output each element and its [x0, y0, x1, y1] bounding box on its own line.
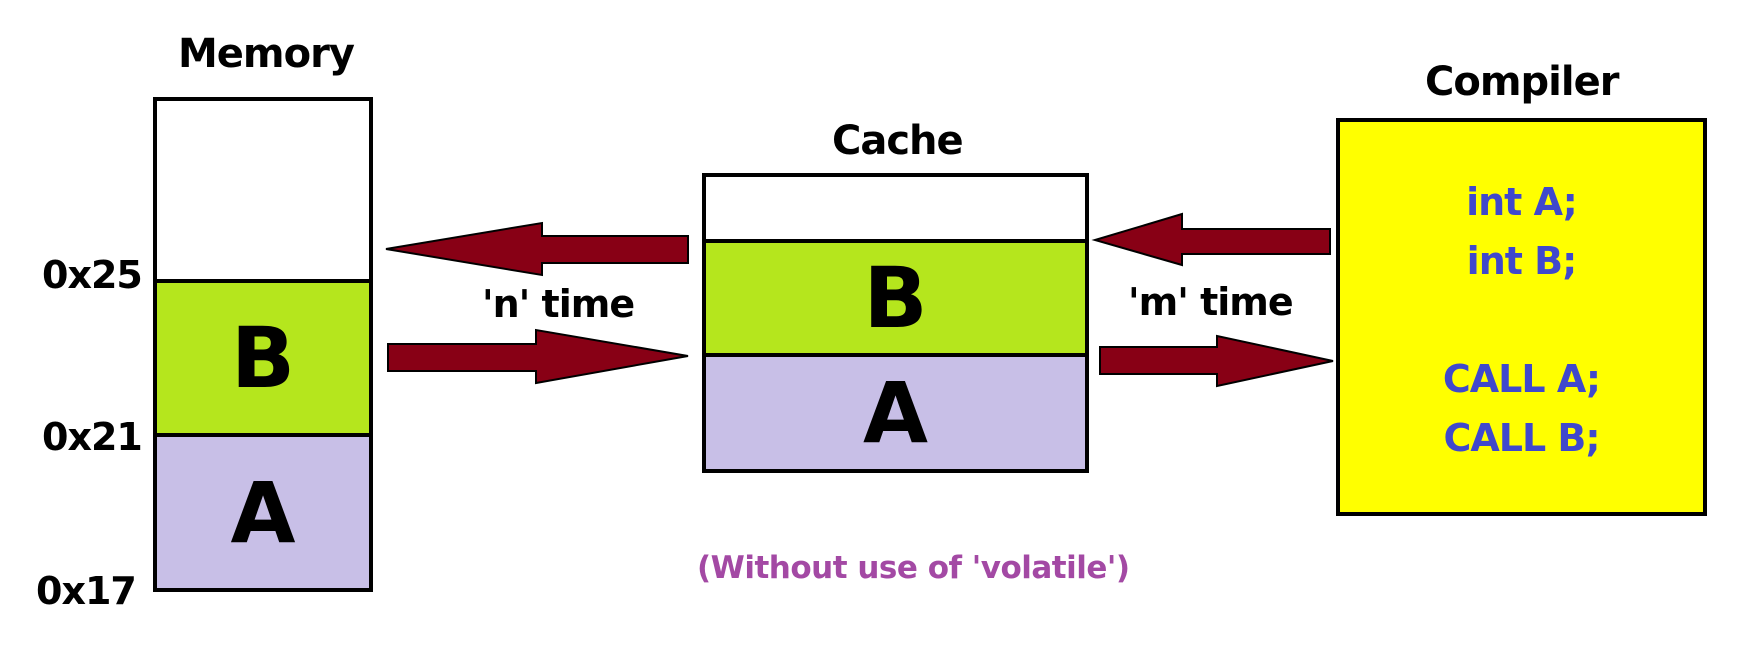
memory-cell-b-label: B [230, 309, 296, 407]
memory-block: B A [153, 97, 373, 592]
code-line-int-a: int A; [1466, 180, 1578, 224]
address-0x21: 0x21 [42, 415, 143, 459]
address-0x17: 0x17 [36, 569, 137, 613]
code-line-int-b: int B; [1466, 239, 1578, 283]
memory-cell-a: A [157, 433, 369, 588]
cache-title: Cache [832, 118, 964, 164]
code-line-call-b: CALL B; [1443, 416, 1600, 460]
memory-cell-a-label: A [230, 463, 296, 562]
cache-cell-b-label: B [863, 249, 928, 347]
caption: (Without use of 'volatile') [697, 550, 1130, 586]
compiler-title: Compiler [1425, 59, 1619, 105]
arrow-cache-to-compiler [1099, 334, 1334, 388]
m-time-label: 'm' time [1128, 280, 1294, 324]
memory-cell-empty [157, 101, 369, 279]
address-0x25: 0x25 [42, 253, 143, 297]
memory-cell-b: B [157, 279, 369, 433]
arrow-memory-to-cache [387, 328, 689, 385]
arrow-compiler-to-cache [1091, 212, 1331, 267]
memory-title: Memory [178, 31, 355, 77]
cache-cell-a: A [706, 353, 1085, 469]
cache-cell-empty [706, 177, 1085, 239]
cache-block: B A [702, 173, 1089, 473]
compiler-block: int A; int B; CALL A; CALL B; [1336, 118, 1707, 516]
cache-cell-b: B [706, 239, 1085, 353]
code-line-call-a: CALL A; [1442, 357, 1601, 401]
cache-cell-a-label: A [862, 364, 928, 462]
n-time-label: 'n' time [482, 282, 635, 326]
arrow-cache-to-memory [385, 221, 689, 277]
